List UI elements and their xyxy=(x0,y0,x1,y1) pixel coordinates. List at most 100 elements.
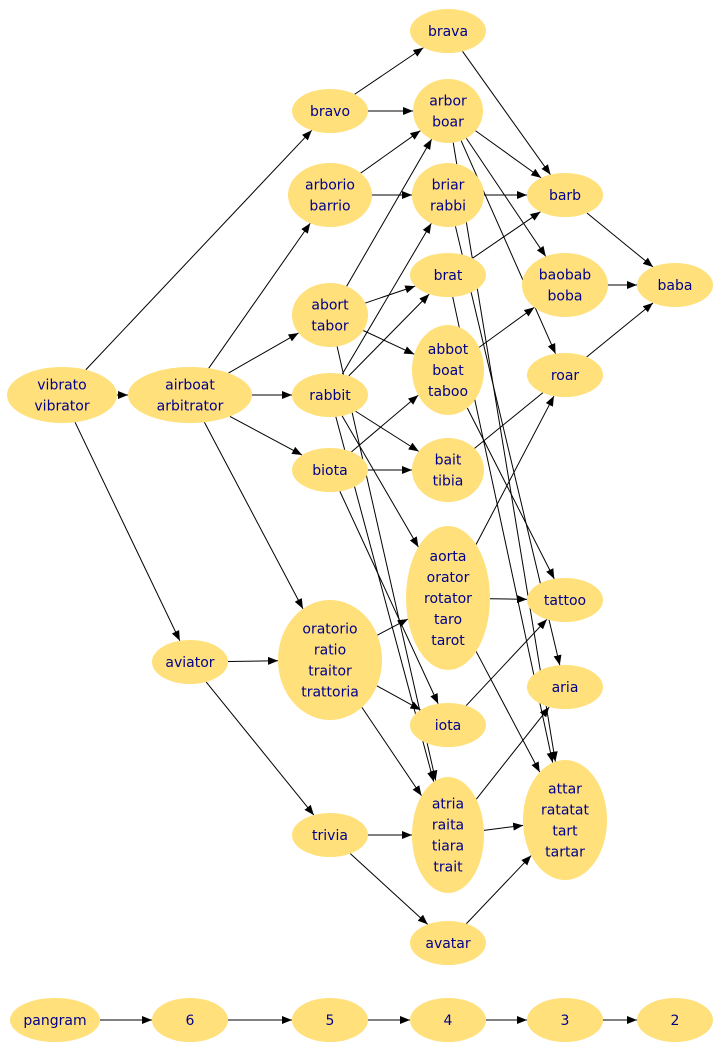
node-ellipse xyxy=(292,89,368,133)
node-label: tabor xyxy=(311,319,349,335)
node-label: taro xyxy=(434,612,462,628)
edge-airboat-to-arborio xyxy=(208,222,311,369)
node-ellipse xyxy=(152,640,228,684)
node-label: barrio xyxy=(309,199,350,215)
node-trivia: trivia xyxy=(292,813,368,857)
node-aviator: aviator xyxy=(152,640,228,684)
node-label: rotator xyxy=(424,591,472,607)
edge-rabbit-to-briar xyxy=(341,223,432,375)
edge-arbor-to-barb xyxy=(475,130,542,179)
node-ellipse xyxy=(412,163,484,227)
edge-arbor-to-attar xyxy=(452,142,558,762)
node-l3: 3 xyxy=(527,998,603,1042)
node-arbor: arbor boar xyxy=(413,79,483,143)
node-label: orator xyxy=(427,570,470,586)
node-label: brat xyxy=(434,268,463,284)
node-label: arbor xyxy=(429,94,467,110)
edge-airboat-to-oratorio xyxy=(203,422,304,610)
node-ellipse xyxy=(637,998,713,1042)
node-l2: 2 xyxy=(637,998,713,1042)
node-aria: aria xyxy=(527,665,603,709)
node-aorta: aorta orator rotator taro tarot xyxy=(406,526,490,670)
edge-vibrato-to-aviator xyxy=(74,421,181,642)
node-ellipse xyxy=(292,998,368,1042)
node-ellipse xyxy=(278,600,382,720)
edge-bravo-to-brava xyxy=(354,47,424,95)
node-label: tarot xyxy=(431,633,465,649)
edge-atria-to-aria xyxy=(475,706,550,800)
edge-airboat-to-abort xyxy=(228,332,299,374)
node-ellipse xyxy=(410,9,486,53)
node-ellipse xyxy=(527,998,603,1042)
node-arborio: arborio barrio xyxy=(288,163,372,227)
node-biota: biota xyxy=(292,448,368,492)
node-label: brava xyxy=(428,24,468,40)
edge-abort-to-brat xyxy=(365,285,416,304)
edge-aviator-to-oratorio xyxy=(227,656,279,665)
node-label: rabbi xyxy=(430,199,466,215)
node-label: boba xyxy=(548,289,583,305)
node-label: arborio xyxy=(305,178,355,194)
node-label: boar xyxy=(432,115,464,131)
node-label: airboat xyxy=(165,378,215,394)
node-rabbit: rabbit xyxy=(292,373,368,417)
edge-rabbit-to-brat xyxy=(348,293,430,377)
node-label: tattoo xyxy=(544,593,586,609)
node-l4: 4 xyxy=(410,998,486,1042)
node-label: ratatat xyxy=(541,803,589,819)
node-label: vibrato xyxy=(37,378,86,394)
node-label: attar xyxy=(548,782,582,798)
node-label: oratorio xyxy=(302,622,357,638)
node-ellipse xyxy=(412,777,484,893)
node-tattoo: tattoo xyxy=(527,578,603,622)
node-ellipse xyxy=(10,998,100,1042)
node-ellipse xyxy=(152,998,228,1042)
node-label: rabbit xyxy=(309,388,351,404)
node-label: aorta xyxy=(430,549,467,565)
node-label: tiara xyxy=(432,839,464,855)
edge-aorta-to-tattoo xyxy=(489,595,528,604)
node-label: tartar xyxy=(545,845,585,861)
node-label: taboo xyxy=(428,384,468,400)
edge-brat-to-barb xyxy=(472,211,541,259)
node-iota: iota xyxy=(410,703,486,747)
node-label: atria xyxy=(432,797,464,813)
node-label: bravo xyxy=(310,104,350,120)
node-label: bait xyxy=(435,453,462,469)
node-barb: barb xyxy=(527,173,603,217)
node-l6: 6 xyxy=(152,998,228,1042)
edge-brava-to-barb xyxy=(462,51,551,175)
node-label: roar xyxy=(551,368,580,384)
node-ellipse xyxy=(410,921,486,965)
edge-vibrato-to-bravo xyxy=(85,129,313,371)
node-label: iota xyxy=(435,718,462,734)
node-ellipse xyxy=(527,578,603,622)
edge-barb-to-baba xyxy=(586,212,654,268)
edge-layer xyxy=(74,47,654,1024)
edge-rabbit-to-aorta xyxy=(341,415,419,548)
node-ellipse xyxy=(410,253,486,297)
node-roar: roar xyxy=(527,353,603,397)
node-ellipse xyxy=(292,448,368,492)
node-label: ratio xyxy=(314,643,346,659)
node-label: aviator xyxy=(165,655,214,671)
edge-abbot-to-tattoo xyxy=(466,407,555,580)
node-label: raita xyxy=(432,818,464,834)
node-ellipse xyxy=(292,813,368,857)
edge-abbot-to-baobab xyxy=(478,306,535,348)
node-label: trattoria xyxy=(301,685,359,701)
edge-biota-to-abbot xyxy=(351,394,419,453)
edge-arborio-to-arbor xyxy=(360,130,421,174)
node-avatar: avatar xyxy=(410,921,486,965)
node-ellipse xyxy=(527,173,603,217)
edge-aorta-to-roar xyxy=(475,395,555,545)
node-ellipse xyxy=(406,526,490,670)
edge-airboat-to-biota xyxy=(229,415,303,456)
